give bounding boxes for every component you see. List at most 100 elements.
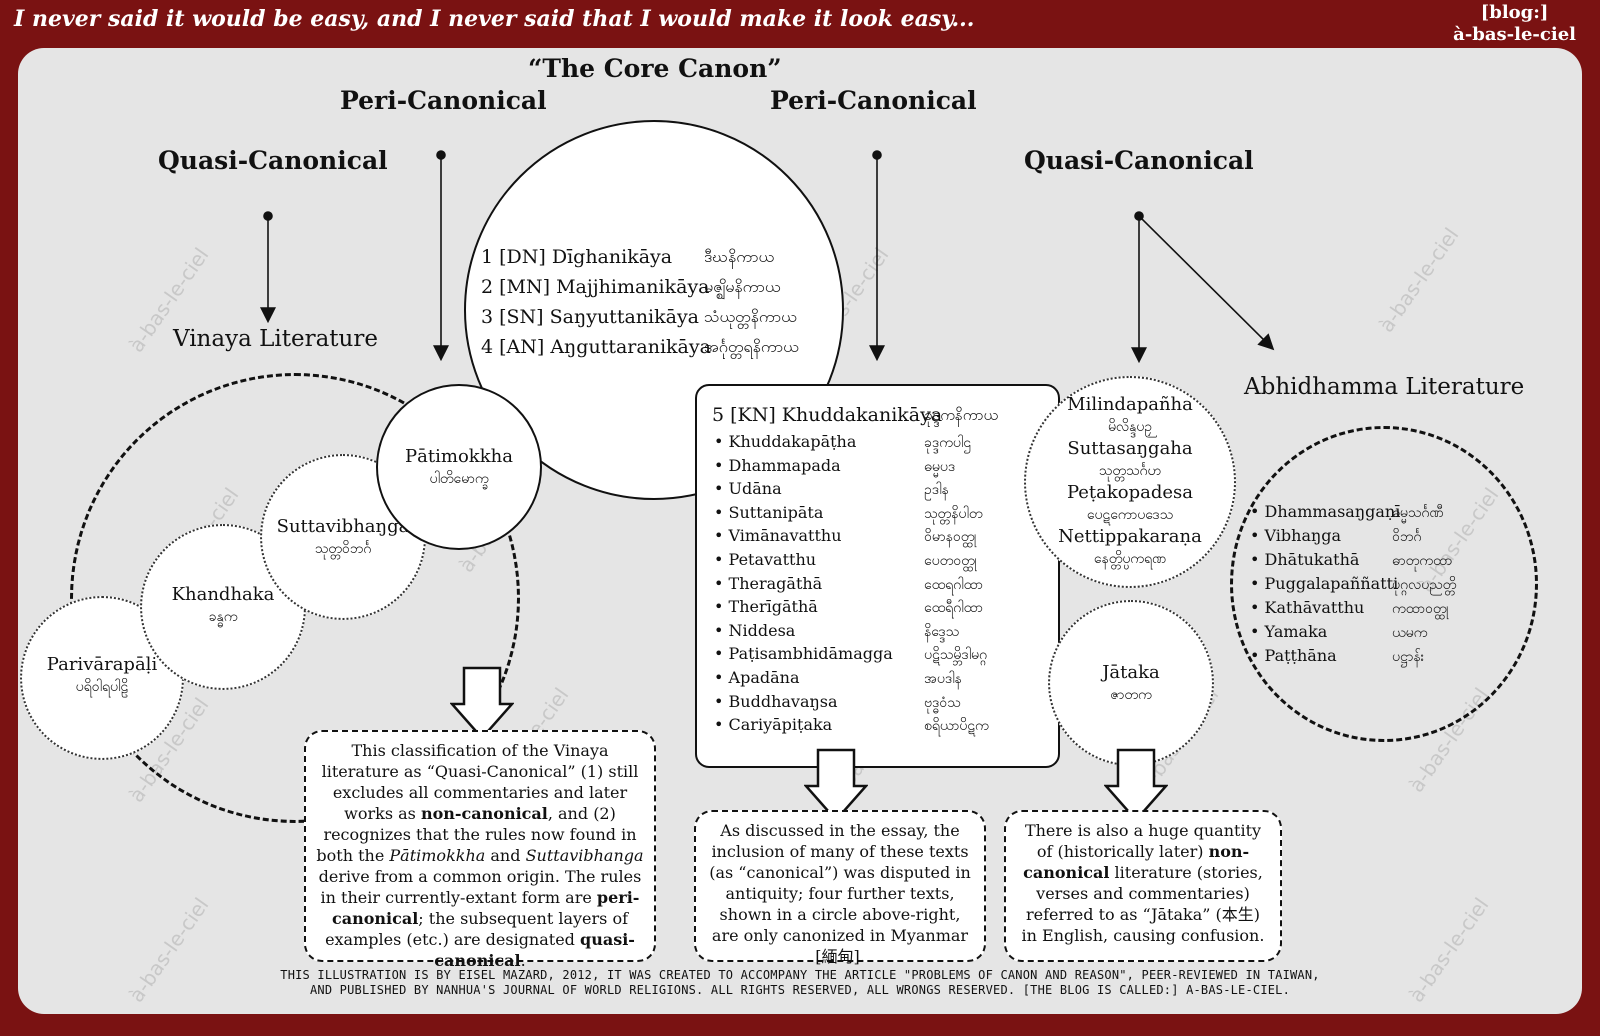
abhidhamma-item-name: • Vibhaŋga [1250, 526, 1342, 545]
arrow-vinaya [260, 211, 276, 324]
circle-name: Parivārapāḷi [46, 654, 158, 675]
footer-line2: AND PUBLISHED BY NANHUA'S JOURNAL OF WOR… [309, 983, 1291, 997]
note-jataka: There is also a huge quantity of (histor… [1004, 810, 1282, 962]
note-vinaya-text: , and (2) recognizes that the rules now … [316, 804, 637, 865]
circle-name: Peṭakopadesa [1066, 482, 1194, 503]
circle-name: Nettippakaraṇa [1058, 526, 1202, 547]
canon-row-burmese: မဇ္ဈိမနိကာယ [704, 277, 781, 296]
kn-item-burmese: ဝိမာနဝတ္ထု [924, 529, 977, 546]
circle-name: Pātimokkha [405, 446, 513, 467]
abhidhamma-dashed-circle [1230, 426, 1538, 742]
canon-row-label: 3 [SN] Saŋyuttanikāya [481, 306, 699, 328]
circle-burmese: နေတ္တိပ္ပကရဏ [1093, 551, 1167, 567]
kn-item-name: • Vimānavatthu [714, 526, 842, 546]
canon-row-burmese: အင်္ဂုတ္တရနိကာယ [704, 337, 799, 356]
myanmar-canon-list: Milindapañha မိလိန္ဒပဉှ Suttasaŋgaha သုတ… [1024, 394, 1236, 570]
heading-quasi-canonical-left: Quasi-Canonical [158, 146, 388, 175]
circle-name: Jātaka [1102, 662, 1160, 683]
kn-item-name: • Paṭisambhidāmagga [714, 644, 893, 664]
kn-item-burmese: နိဒ္ဒေသ [924, 623, 960, 640]
circle-patimokkha: Pātimokkha ပါတိမောက္ခ [376, 384, 542, 550]
canon-row-burmese: ဒီဃနိကာယ [704, 247, 774, 266]
canon-row-burmese: သံယုတ္တနိကာယ [704, 307, 797, 326]
abhidhamma-item-name: • Dhātukathā [1250, 550, 1360, 569]
abhidhamma-item-burmese: ဓမ္မသင်္ဂဏီ [1392, 505, 1444, 521]
footer-line1: THIS ILLUSTRATION IS BY EISEL MAZARD, 20… [280, 968, 1320, 982]
heading-quasi-canonical-right: Quasi-Canonical [1024, 146, 1254, 175]
heading-peri-canonical-left: Peri-Canonical [340, 86, 547, 115]
kn-item-name: • Suttanipāta [714, 502, 824, 522]
hollow-arrow-vinaya [450, 666, 514, 740]
kn-item-burmese: ဥဒါန [924, 482, 949, 499]
circle-jataka: Jātaka ဇာတက [1048, 600, 1214, 766]
kn-item-burmese: ပေတဝတ္ထု [924, 553, 977, 569]
note-vinaya-text: . [520, 951, 526, 970]
note-vinaya-bold: peri-canonical [331, 888, 640, 928]
kn-item-burmese: ထေရီဂါထာ [924, 600, 983, 617]
circle-burmese: ပါတိမောက္ခ [429, 471, 489, 487]
kn-item-burmese: အပဒါန [924, 671, 962, 687]
blog-tag-line2: à-bas-le-ciel [1453, 24, 1576, 45]
kn-title-burmese: ခုဒ္ဒကနိကာယ [924, 406, 999, 424]
note-vinaya-text: ; the subsequent layers of examples (etc… [325, 909, 628, 949]
circle-myanmar-canon [1024, 376, 1236, 588]
kn-item-name: • Apadāna [714, 668, 800, 687]
circle-burmese: သုတ္တဝိဘင်္ဂ [314, 541, 372, 557]
note-vinaya-italic: Suttavibhanga [525, 846, 644, 865]
arrows-layer [260, 150, 1275, 364]
arrow-peri-right [869, 150, 885, 362]
abhidhamma-item-name: • Yamaka [1250, 622, 1328, 641]
arrow-peri-left [433, 150, 449, 362]
heading-peri-canonical-right: Peri-Canonical [770, 86, 977, 115]
kn-item-burmese: ဗုဒ္ဓဝံသ [924, 694, 961, 711]
abhidhamma-item-burmese: ပုဂ္ဂလပညတ္တိ [1392, 577, 1457, 593]
circle-burmese: ဇာတက [1110, 687, 1152, 703]
note-vinaya-bold: non-canonical [420, 804, 548, 823]
kn-item-name: • Buddhavaŋsa [714, 691, 838, 711]
kn-item-name: • Dhammapada [714, 455, 841, 475]
abhidhamma-item-burmese: ယမက [1392, 625, 1428, 641]
blog-tag: [blog:] à-bas-le-ciel [1453, 2, 1576, 46]
diagram-panel: à-bas-le-ciel à-bas-le-ciel à-bas-le-cie… [18, 48, 1582, 1014]
kn-item-name: • Niddesa [714, 620, 796, 640]
kn-item-burmese: ဓမ္မပဒ [924, 458, 956, 475]
note-vinaya-italic: Pātimokkha [389, 846, 486, 865]
note-vinaya-bold: quasi-canonical [434, 930, 635, 970]
abhidhamma-item-burmese: ကထာဝတ္ထု [1392, 601, 1449, 617]
kn-item-burmese: စရိယာပိဋက [924, 718, 989, 735]
kn-item-burmese: သုတ္တနိပါတ [924, 505, 983, 522]
arrow-quasi-right [1131, 211, 1275, 364]
kn-item-name: • Khuddakapāṭha [714, 432, 857, 451]
abhidhamma-item-name: • Kathāvatthu [1250, 598, 1365, 617]
circle-name: Suttavibhaŋga [276, 516, 410, 537]
circle-burmese: မိလိန္ဒပဉှ [1107, 419, 1153, 435]
note-jataka-text: literature (stories, verses and commenta… [1021, 863, 1265, 945]
note-kn: As discussed in the essay, the inclusion… [694, 810, 986, 966]
kn-item-name: • Theragāthā [714, 573, 823, 593]
hollow-arrow-jataka [1104, 748, 1168, 822]
note-vinaya-text: and [485, 846, 526, 865]
hollow-arrow-kn [804, 748, 868, 822]
circle-burmese: ပေဋကောပဒေသ [1086, 507, 1174, 523]
label-vinaya-literature: Vinaya Literature [173, 326, 378, 352]
circle-name: Khandhaka [171, 584, 275, 605]
kn-item-name: • Therīgāthā [714, 597, 818, 617]
circle-burmese: ပရိဝါရပါဠိ [75, 679, 129, 695]
vinaya-dashed-circle [70, 373, 520, 823]
note-jataka-text: There is also a huge quantity of (histor… [1024, 821, 1262, 861]
canon-row-label: 4 [AN] Aŋguttaranikāya [481, 336, 711, 358]
note-vinaya: This classification of the Vinaya litera… [304, 730, 656, 970]
abhidhamma-item-name: • Paṭṭhāna [1250, 646, 1337, 665]
note-vinaya-text: This classification of the Vinaya litera… [321, 741, 639, 823]
blog-tag-line1: [blog:] [1480, 2, 1549, 23]
canon-row-label: 2 [MN] Majjhimanikāya [481, 276, 710, 298]
note-jataka-bold: non-canonical [1023, 842, 1250, 882]
kn-item-burmese: ပဋိသမ္ဘိဒါမဂ္ဂ [924, 647, 987, 664]
abhidhamma-item-burmese: ဓာတုကထာ [1392, 553, 1453, 569]
circle-burmese: သုတ္တသင်္ဂဟ [1098, 463, 1162, 479]
kn-item-burmese: ခုဒ္ဒကပါဌ [924, 435, 972, 451]
label-abhidhamma-literature: Abhidhamma Literature [1244, 374, 1525, 400]
abhidhamma-item-name: • Puggalapaññatti [1250, 574, 1399, 593]
canon-row-label: 1 [DN] Dīghanikāya [481, 246, 673, 268]
circle-name: Suttasaŋgaha [1067, 438, 1193, 459]
